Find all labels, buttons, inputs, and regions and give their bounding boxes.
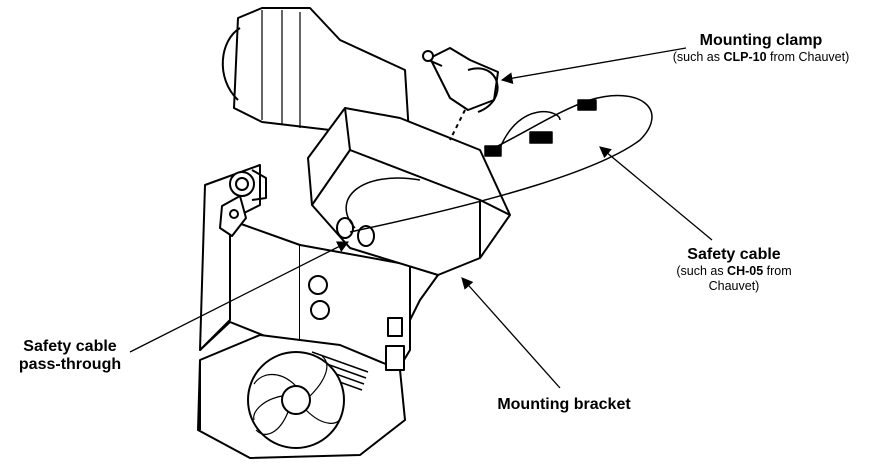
power-socket <box>385 345 405 371</box>
yoke-knob <box>219 169 267 237</box>
pass-through-line2: pass-through <box>18 356 122 374</box>
safety-cable-label: Safety cable (such as CH-05 from Chauvet… <box>652 246 816 293</box>
leader-mounting-clamp <box>500 47 687 84</box>
safety-cable-title: Safety cable <box>687 246 781 263</box>
pass-through-line1: Safety cable <box>23 338 117 355</box>
safety-cable <box>345 94 653 233</box>
clamp-dash-line <box>449 109 466 141</box>
power-switch <box>387 317 403 337</box>
leader-safety-cable <box>599 146 713 241</box>
leader-pass-through <box>129 241 350 353</box>
safety-cable-subtitle-2: Chauvet) <box>708 278 760 293</box>
pass-through-hole-1 <box>336 217 354 239</box>
mounting-clamp-title: Mounting clamp <box>699 32 823 49</box>
mounting-bracket-title: Mounting bracket <box>497 396 631 413</box>
pass-through-hole-2 <box>357 225 375 247</box>
mounting-clamp-label: Mounting clamp (such as CLP-10 from Chau… <box>648 32 874 65</box>
mounting-clamp-subtitle: (such as CLP-10 from Chauvet) <box>672 50 850 65</box>
xlr-connector-in <box>308 275 328 295</box>
leader-mounting-bracket <box>461 277 561 389</box>
safety-cable-subtitle-1: (such as CH-05 from <box>676 264 792 279</box>
cooling-fan <box>247 351 345 449</box>
mounting-clamp <box>422 47 499 113</box>
mounting-bracket-label: Mounting bracket <box>474 396 654 414</box>
pass-through-label: Safety cable pass-through <box>2 338 138 375</box>
xlr-connector-out <box>310 300 330 320</box>
